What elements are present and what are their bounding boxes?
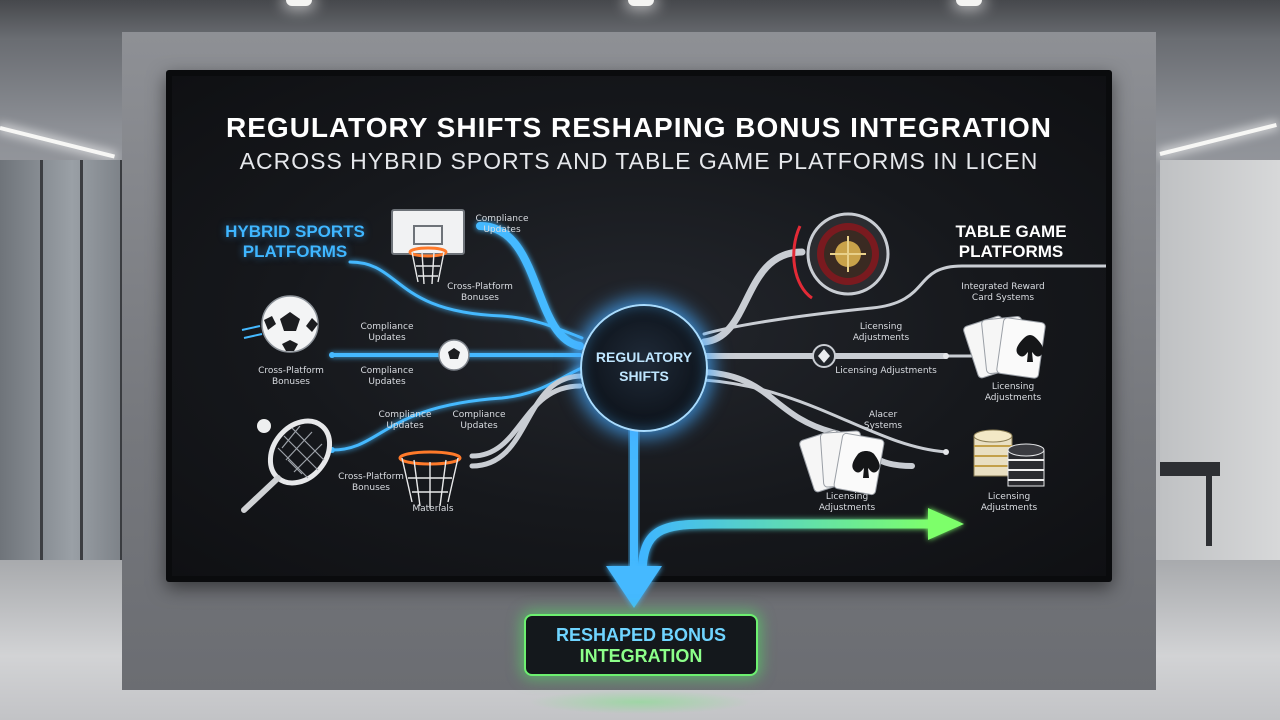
hybrid-sports-heading: HYBRID SPORTS PLATFORMS: [220, 222, 370, 262]
outcome-label: RESHAPED BONUS INTEGRATION: [555, 625, 727, 666]
flow-line-right-bottom: [702, 378, 948, 454]
suit-badge-icon: [812, 344, 836, 368]
heading-line: PLATFORMS: [958, 242, 1064, 261]
floor-reflection: [528, 690, 752, 714]
flow-line-upper: [348, 260, 584, 340]
playing-cards-lower-icon: [799, 429, 885, 496]
bench: [1160, 462, 1220, 476]
display-screen: REGULATORY SHIFTS RESHAPING BONUS INTEGR…: [166, 70, 1112, 582]
flow-line-top: [476, 222, 584, 350]
soccer-ball-small-icon: [438, 339, 470, 371]
screen-title: REGULATORY SHIFTS RESHAPING BONUS INTEGR…: [226, 112, 1052, 143]
side-wall: [1160, 160, 1280, 560]
roulette-wheel-icon: [792, 212, 890, 300]
tennis-racket-icon: [241, 418, 333, 513]
green-arrow: [637, 508, 964, 576]
flow-line-right-top: [700, 248, 806, 346]
basketball-net-icon: [398, 450, 462, 508]
label-licensing-adjustments: Licensing Adjustments: [835, 366, 937, 376]
heading-line: HYBRID SPORTS: [225, 222, 365, 241]
glass-partition: [0, 160, 123, 560]
screen-content: REGULATORY SHIFTS RESHAPING BONUS INTEGR…: [172, 76, 1106, 576]
node-dot: [943, 449, 949, 455]
flow-line-right-upper: [702, 264, 1106, 336]
ceiling-light: [956, 0, 982, 6]
node-dot: [329, 352, 335, 358]
label-materials: Materials: [412, 504, 454, 514]
heading-line: PLATFORMS: [242, 242, 348, 261]
flow-diagram: [241, 209, 1106, 576]
heading-line: TABLE GAME: [955, 222, 1067, 241]
node-dot: [943, 353, 949, 359]
ceiling-light: [628, 0, 654, 6]
reshaped-bonus-integration-box: RESHAPED BONUS INTEGRATION: [524, 614, 758, 676]
soccer-ball-icon: [241, 295, 319, 353]
table-game-heading: TABLE GAME PLATFORMS: [936, 222, 1086, 262]
basketball-hoop-icon: [391, 209, 465, 285]
left-silver-lines: [469, 373, 585, 469]
playing-cards-icon: [963, 315, 1046, 379]
casino-chips-icon: [973, 429, 1045, 487]
down-arrow: [630, 422, 638, 572]
bench-leg: [1206, 476, 1212, 546]
ceiling-light: [286, 0, 312, 6]
screen-subtitle: ACROSS HYBRID SPORTS AND TABLE GAME PLAT…: [239, 148, 1039, 174]
